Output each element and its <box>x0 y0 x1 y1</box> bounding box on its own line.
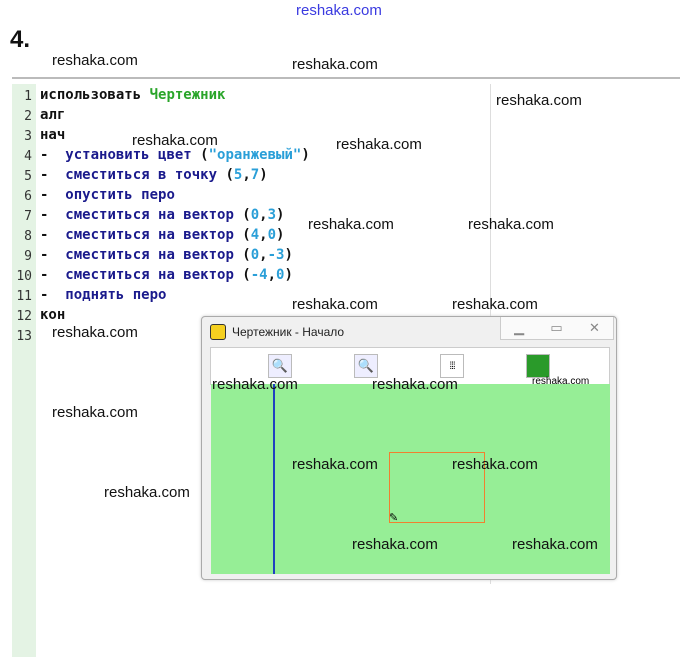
drawing-canvas[interactable]: ✎ <box>211 384 610 574</box>
arg: 0 <box>276 267 285 283</box>
watermark: reshaka.com <box>292 56 378 73</box>
toolbar: 🔍 🔍 ⁞⁞⁞ <box>210 347 610 385</box>
y-axis <box>273 384 275 574</box>
keyword: нач <box>40 127 66 143</box>
code-line-2[interactable]: алг <box>40 107 65 123</box>
watermark: reshaka.com <box>468 216 554 233</box>
indent-dot: - <box>40 147 49 163</box>
watermark: reshaka.com <box>292 296 378 313</box>
watermark: reshaka.com <box>452 456 538 473</box>
command: сместиться в точку <box>65 167 218 183</box>
code-line-5[interactable]: - сместиться в точку (5,7) <box>40 167 268 183</box>
command: сместиться на вектор <box>65 267 234 283</box>
grid-icon[interactable]: ⁞⁞⁞ <box>440 354 464 378</box>
code-line-3[interactable]: нач <box>40 127 65 143</box>
close-icon[interactable]: ✕ <box>588 320 600 335</box>
code-line-8[interactable]: - сместиться на вектор (4,0) <box>40 227 285 243</box>
watermark: reshaka.com <box>132 132 218 149</box>
window-controls: ▁ ▭ ✕ <box>500 317 614 340</box>
keyword: использовать <box>40 87 142 103</box>
minimize-icon[interactable]: ▁ <box>514 320 525 335</box>
code-line-10[interactable]: - сместиться на вектор (-4,0) <box>40 267 293 283</box>
watermark: reshaka.com <box>372 376 458 393</box>
command: установить цвет <box>65 147 192 163</box>
zoom-in-icon[interactable]: 🔍 <box>268 354 292 378</box>
line-number: 7 <box>24 209 32 224</box>
code-line-1[interactable]: использовать Чертежник <box>40 87 225 103</box>
line-number: 2 <box>24 109 32 124</box>
code-line-9[interactable]: - сместиться на вектор (0,-3) <box>40 247 293 263</box>
command: сместиться на вектор <box>65 227 234 243</box>
keyword: алг <box>40 107 66 123</box>
code-line-11[interactable]: - поднять перо <box>40 287 166 303</box>
line-number: 11 <box>16 289 32 304</box>
code-line-12[interactable]: кон <box>40 307 65 323</box>
watermark: reshaka.com <box>512 536 598 553</box>
paren: ) <box>301 147 310 163</box>
watermark: reshaka.com <box>336 136 422 153</box>
editor-top-border <box>12 77 680 79</box>
line-number: 5 <box>24 169 32 184</box>
command: сместиться на вектор <box>65 247 234 263</box>
window-title: Чертежник - Начало <box>232 325 345 339</box>
arg: 5 <box>233 167 243 183</box>
watermark-top: reshaka.com <box>296 2 382 19</box>
zoom-fit-icon[interactable] <box>526 354 550 378</box>
line-number: 1 <box>24 89 32 104</box>
string-arg: "оранжевый" <box>208 147 302 163</box>
line-number: 9 <box>24 249 32 264</box>
zoom-out-icon[interactable]: 🔍 <box>354 354 378 378</box>
line-number: 3 <box>24 129 32 144</box>
command: сместиться на вектор <box>65 207 234 223</box>
watermark: reshaka.com <box>308 216 394 233</box>
indent-dot: - <box>40 267 49 283</box>
paren: ( <box>191 147 209 163</box>
pencil-icon: ✎ <box>389 512 399 524</box>
arg: 0 <box>267 227 277 243</box>
indent-dot: - <box>40 207 49 223</box>
command: опустить перо <box>65 187 175 203</box>
code-line-4[interactable]: - установить цвет ("оранжевый") <box>40 147 310 163</box>
line-number: 10 <box>16 269 32 284</box>
keyword: кон <box>40 307 66 323</box>
watermark: reshaka.com <box>496 92 582 109</box>
line-number: 12 <box>16 309 32 324</box>
code-line-6[interactable]: - опустить перо <box>40 187 175 203</box>
drawer-window[interactable]: Чертежник - Начало ▁ ▭ ✕ 🔍 🔍 ⁞⁞⁞ ✎ <box>201 316 617 580</box>
indent-dot: - <box>40 247 49 263</box>
maximize-icon[interactable]: ▭ <box>550 320 563 335</box>
module-name: Чертежник <box>149 87 226 103</box>
watermark: reshaka.com <box>212 376 298 393</box>
watermark: reshaka.com <box>104 484 190 501</box>
task-number: 4. <box>10 26 31 53</box>
watermark: reshaka.com <box>352 536 438 553</box>
drawn-rectangle <box>389 452 485 523</box>
watermark: reshaka.com <box>52 52 138 69</box>
arg: 3 <box>267 207 277 223</box>
watermark: reshaka.com <box>292 456 378 473</box>
watermark: reshaka.com <box>52 404 138 421</box>
arg: 0 <box>250 207 260 223</box>
indent-dot: - <box>40 227 49 243</box>
watermark: reshaka.com <box>532 376 590 387</box>
line-number: 8 <box>24 229 32 244</box>
indent-dot: - <box>40 287 49 303</box>
code-line-7[interactable]: - сместиться на вектор (0,3) <box>40 207 285 223</box>
arg: -3 <box>267 247 285 263</box>
line-number-gutter <box>12 84 36 657</box>
line-number: 4 <box>24 149 32 164</box>
arg: 4 <box>250 227 260 243</box>
indent-dot: - <box>40 187 49 203</box>
app-icon <box>210 324 226 340</box>
arg: -4 <box>250 267 268 283</box>
line-number: 6 <box>24 189 32 204</box>
command: поднять перо <box>65 287 167 303</box>
watermark: reshaka.com <box>452 296 538 313</box>
arg: 0 <box>250 247 260 263</box>
line-number: 13 <box>16 329 32 344</box>
indent-dot: - <box>40 167 49 183</box>
watermark: reshaka.com <box>52 324 138 341</box>
arg: 7 <box>250 167 260 183</box>
